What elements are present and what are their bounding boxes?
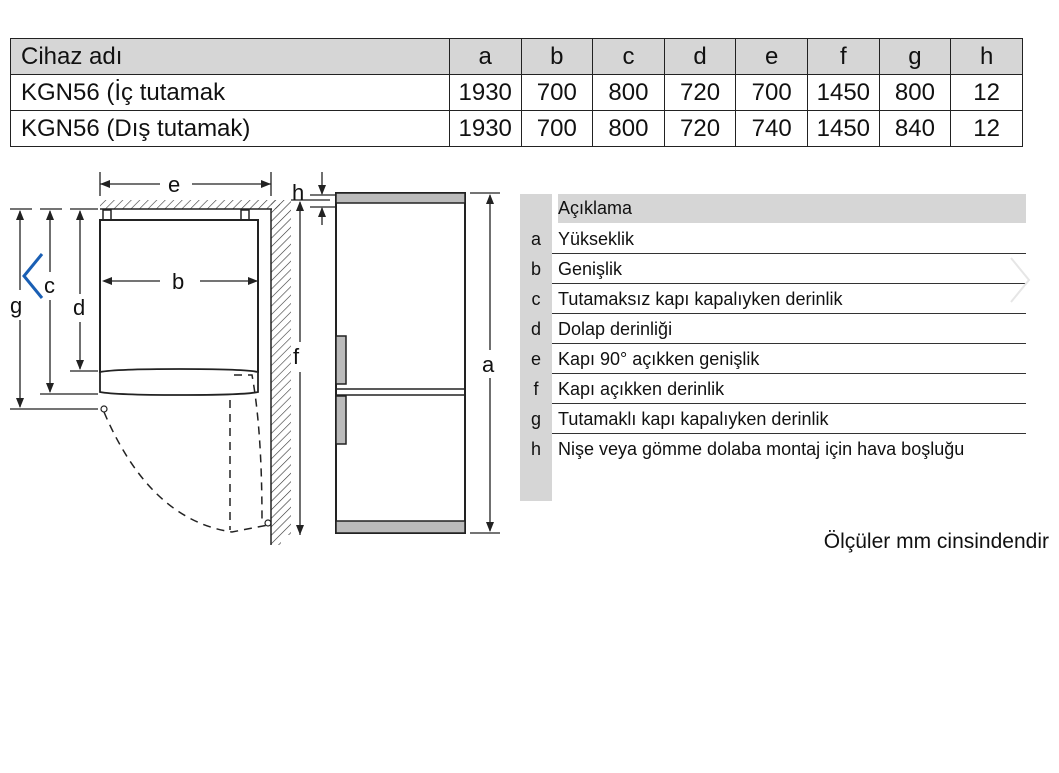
label-d: d [73, 295, 85, 320]
column-header: g [878, 38, 952, 75]
table-cell: 720 [663, 110, 737, 147]
legend-key: g [530, 409, 541, 429]
column-header: c [592, 38, 665, 75]
table-cell: 12 [950, 74, 1023, 111]
legend-text: Kapı 90° açıkken genişlik [558, 349, 760, 369]
table-cell: KGN56 (Dış tutamak) [10, 110, 450, 147]
legend-key: b [530, 259, 541, 279]
legend-item: d Dolap derinliği [520, 314, 1026, 344]
legend-item: f Kapı açıkken derinlik [520, 374, 1026, 404]
legend-text: Kapı açıkken derinlik [558, 379, 725, 399]
column-header: Cihaz adı [10, 38, 450, 75]
legend-key: h [530, 439, 541, 459]
label-g: g [10, 293, 22, 318]
column-header: e [735, 38, 809, 75]
legend-key: e [530, 349, 541, 369]
label-h: h [292, 180, 304, 205]
units-footnote: Ölçüler mm cinsindendir [823, 530, 1049, 553]
column-header: d [663, 38, 737, 75]
legend-key: a [530, 229, 541, 249]
table-header-row: Cihaz adı a b c d e f g h [10, 38, 1023, 75]
legend-item: c Tutamaksız kapı kapalıyken derinlik [520, 284, 1026, 314]
legend-text: Genişlik [558, 259, 623, 279]
table-cell: 840 [878, 110, 952, 147]
legend-header: Açıklama [520, 194, 1026, 223]
legend-text: Tutamaksız kapı kapalıyken derinlik [558, 289, 843, 309]
legend-item: b Genişlik [520, 254, 1026, 284]
label-f: f [293, 344, 300, 369]
legend-text: Dolap derinliği [558, 319, 673, 339]
legend-text: Tutamaklı kapı kapalıyken derinlik [558, 409, 829, 429]
table-cell: KGN56 (İç tutamak [10, 74, 450, 111]
table-cell: 740 [735, 110, 809, 147]
table-row: KGN56 (İç tutamak 1930 700 800 720 700 1… [10, 74, 1023, 111]
legend-title: Açıklama [558, 194, 1026, 223]
wall-hatch [100, 200, 291, 545]
table-cell: 1450 [807, 74, 880, 111]
table-cell: 1930 [448, 74, 522, 111]
chevron-left-icon[interactable] [18, 250, 48, 302]
legend-text: Yükseklik [558, 229, 635, 249]
legend-key: f [533, 379, 539, 399]
table-cell: 700 [520, 74, 594, 111]
legend-item: h Nişe veya gömme dolaba montaj için hav… [520, 434, 1026, 464]
table-row: KGN56 (Dış tutamak) 1930 700 800 720 740… [10, 110, 1023, 147]
table-cell: 12 [950, 110, 1023, 147]
column-header: h [950, 38, 1023, 75]
table-cell: 1930 [448, 110, 522, 147]
legend-key: d [530, 319, 541, 339]
column-header: a [448, 38, 522, 75]
table-cell: 800 [878, 74, 952, 111]
legend-item: e Kapı 90° açıkken genişlik [520, 344, 1026, 374]
cabinet-top-view [99, 209, 272, 533]
label-b: b [172, 269, 184, 294]
spec-table: Cihaz adı a b c d e f g h KGN56 (İç tuta… [10, 38, 1023, 147]
table-cell: 1450 [807, 110, 880, 147]
chevron-right-icon[interactable] [1005, 254, 1035, 306]
legend-item: g Tutamaklı kapı kapalıyken derinlik [520, 404, 1026, 434]
label-e: e [168, 172, 180, 197]
label-a: a [482, 352, 495, 377]
table-cell: 800 [592, 110, 665, 147]
table-cell: 720 [663, 74, 737, 111]
label-c: c [44, 273, 55, 298]
dimension-diagram: e b g c d f h a [10, 172, 500, 545]
legend-text: Nişe veya gömme dolaba montaj için hava … [558, 439, 965, 459]
dimension-lines [10, 172, 500, 535]
legend-item: a Yükseklik [520, 224, 1026, 254]
column-header: f [807, 38, 880, 75]
legend-key: c [531, 289, 541, 309]
table-cell: 700 [520, 110, 594, 147]
table-cell: 700 [735, 74, 809, 111]
table-cell: 800 [592, 74, 665, 111]
column-header: b [520, 38, 594, 75]
fridge-front-view [335, 192, 466, 534]
